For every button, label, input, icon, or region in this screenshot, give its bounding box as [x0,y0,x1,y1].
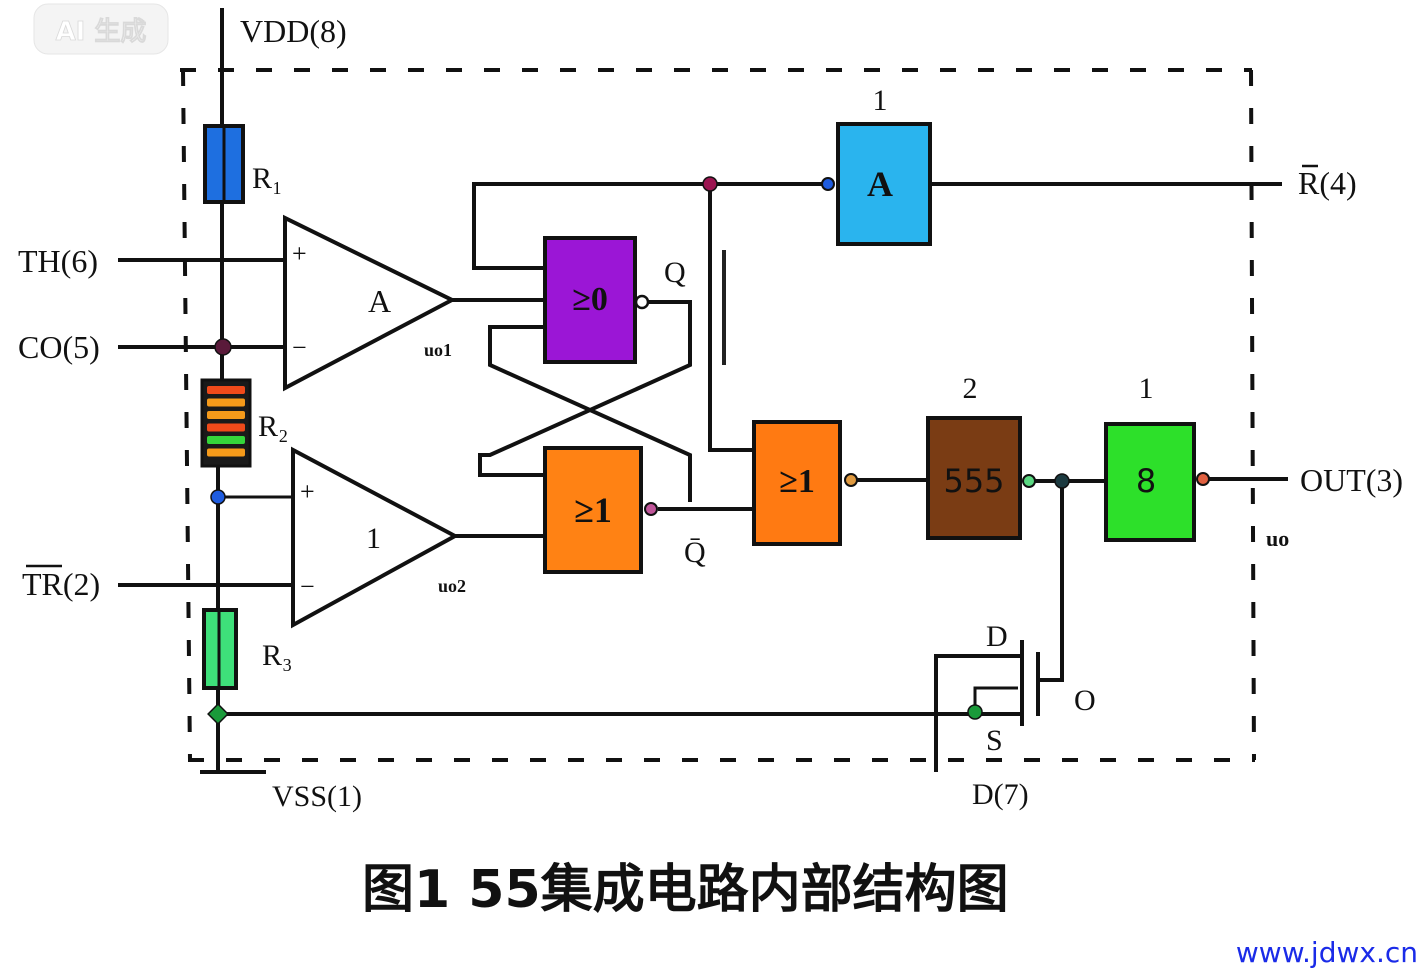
source-label: S [986,724,1003,757]
gate-nor-lower-symbol: ≥1 [574,490,612,530]
comparator-upper-minus: − [292,333,307,362]
output-buffer-label: 8 [1136,462,1156,500]
inverter-bubble [1196,472,1210,486]
r1-label: R₁ [252,162,282,195]
junction-node [1054,473,1070,489]
resistor-band [207,398,245,407]
pin-vdd-label: VDD(8) [240,13,347,49]
inverter-bubble [634,294,650,310]
watermark-label: AI 生成 [56,17,147,47]
inverter-bubble [1022,474,1036,488]
junction-node [702,176,718,192]
pin-co-label: CO(5) [18,329,100,365]
output-buffer-top-label: 1 [1139,372,1154,405]
chip-boundary [180,68,1256,762]
gate-nor-lower: ≥1 Q̄ [543,446,706,574]
block-555: 2 555 [926,372,1036,540]
gate-output-buffer: 1 8 [1104,372,1210,542]
inverter-bubble [821,177,835,191]
gate-nor-upper: ≥0 Q [543,236,686,364]
pin-discharge-label: D(7) [972,778,1029,811]
pin-tr: TR(2) [22,564,100,602]
figure-caption: 图1 55集成电路内部结构图 [362,860,1009,920]
junction-node [210,489,226,505]
qbar-output-label: Q̄ [684,536,706,569]
pin-vss-label: VSS(1) [272,780,362,813]
resistor-band [207,448,245,457]
resistor-band [207,436,245,444]
gate-nor-upper-symbol: ≥0 [572,281,608,318]
ai-watermark-badge: AI 生成 [33,3,169,55]
junction-node [967,704,983,720]
resistor-r2: R₂ [200,378,288,468]
junction-node [207,703,229,725]
comparator-upper-plus: + [292,239,307,268]
junction-node [214,338,232,356]
comparator-upper-label: A [368,283,391,319]
comparator-upper: + − A uo1 [283,214,457,392]
gate-label: O [1074,684,1096,717]
output-wires [857,182,1288,682]
pin-th-label: TH(6) [18,243,98,279]
gate-nor-reset: ≥1 [752,420,858,546]
output-signal-label: uo [1266,526,1289,551]
input-wires [118,258,292,587]
r2-bands [207,386,245,457]
q-output-label: Q [664,256,686,289]
block-555-top-label: 2 [963,372,978,405]
comparator-upper-output-label: uo1 [424,340,452,360]
inverter-bubble [844,473,858,487]
resistor-band [207,386,245,394]
reset-buffer-symbol: A [867,164,893,204]
inverter-bubble [644,502,658,516]
discharge-transistor: D S O [218,620,1096,772]
latch-wires [452,182,826,538]
comparator-lower-minus: − [300,572,315,601]
r3-label: R₃ [262,639,292,672]
r2-label: R₂ [258,410,288,443]
resistor-band [207,423,245,432]
comparator-lower-plus: + [300,477,315,506]
comparator-lower-output-label: uo2 [438,576,466,596]
comparator-lower-label: 1 [366,522,381,555]
site-url[interactable]: www.jdwx.cn [1236,936,1418,969]
resistor-r3: R₃ [202,608,292,690]
block-555-label: 555 [943,462,1004,500]
pin-tr-label: TR(2) [22,566,100,602]
pin-out-label: OUT(3) [1300,462,1403,498]
reset-buffer-top-label: 1 [873,84,888,117]
gate-nor-reset-symbol: ≥1 [779,463,815,500]
resistor-r1: R₁ [203,124,282,204]
gate-reset-buffer: 1 A [821,84,932,246]
comparator-lower: + − 1 uo2 [291,446,466,629]
pin-reset-label: R(4) [1298,165,1357,201]
resistor-band [207,411,245,419]
drain-label: D [986,620,1008,653]
